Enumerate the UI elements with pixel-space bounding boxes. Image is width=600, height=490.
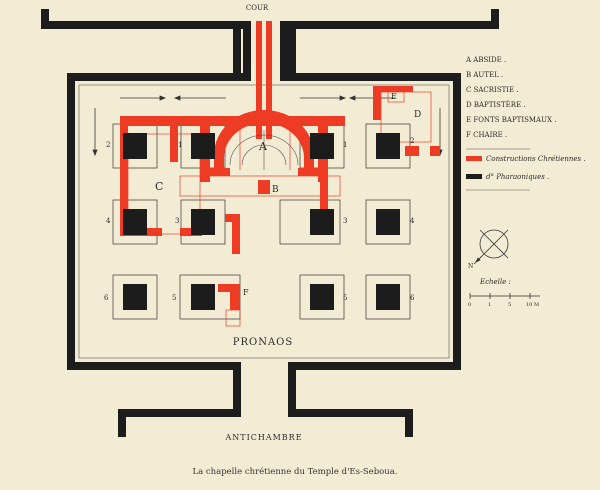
label-C: C [155, 180, 163, 193]
wall-top-left-inner [243, 21, 251, 81]
pillar-number: 4 [410, 217, 415, 225]
pillar-number: 4 [106, 217, 111, 225]
legend-item-C: C SACRISTIE . [466, 86, 519, 94]
wall-top-right-horizontal [280, 21, 499, 29]
pillar-number: 6 [104, 294, 109, 302]
legend-swatch-pharaonic [466, 174, 482, 179]
wall-bottom-neck-left [233, 362, 241, 417]
wall-top-right-outer [491, 9, 499, 29]
pillar [123, 209, 147, 235]
wall-hall-top-left [67, 73, 239, 81]
pillar-number: 3 [175, 217, 179, 225]
label-F: F [243, 288, 249, 297]
legend-pharaonic-label: d° Pharaoniques . [486, 173, 549, 181]
pillar [123, 284, 147, 310]
pillar [310, 284, 334, 310]
pillar-number: 1 [343, 141, 347, 149]
pillars [123, 133, 400, 310]
wall-hall-top-right [288, 73, 461, 81]
pillar [376, 284, 400, 310]
legend-item-E: E FONTS BAPTISMAUX . [466, 116, 556, 124]
pillar [376, 133, 400, 159]
legend-item-D: D BAPTISTÈRE . [466, 100, 526, 109]
wall-bottom-neck-right [288, 362, 296, 417]
wall-ante-left-v [118, 409, 126, 437]
label-B: B [272, 185, 279, 195]
wall-ante-right-v [405, 409, 413, 437]
reconstruction-lines [127, 87, 432, 327]
label-pronaos: PRONAOS [233, 337, 293, 348]
legend-item-F: F CHAIRE . [466, 131, 507, 139]
wall-hall-bottom-right [288, 362, 461, 370]
hall-inner-lines [78, 84, 450, 359]
pillar-number: 5 [172, 294, 176, 302]
pillar [191, 284, 215, 310]
wall-hall-left [67, 73, 75, 370]
figure-caption: La chapelle chrétienne du Temple d'Es-Se… [192, 466, 397, 477]
label-E: E [391, 92, 397, 101]
label-A: A [258, 140, 268, 153]
pillar-number: 3 [343, 217, 347, 225]
christian-altar [258, 180, 270, 194]
label-D: D [414, 110, 421, 120]
wall-neck-right [288, 29, 296, 81]
pillar-number: 2 [106, 141, 110, 149]
pillar-bases [112, 123, 411, 320]
christian-apse [214, 110, 314, 170]
scale-tick: 10 M [526, 302, 539, 308]
scale-tick: 0 [468, 302, 471, 308]
pillar [191, 209, 215, 235]
pillar-number: 1 [178, 141, 182, 149]
wall-neck-left-2 [233, 73, 251, 81]
wall-hall-bottom-left [67, 362, 241, 370]
pillar-number: 2 [410, 137, 414, 145]
pillar [310, 133, 334, 159]
legend-item-B: B AUTEL . [466, 71, 503, 79]
scale-title: Echelle : [479, 278, 511, 286]
pillar-number: 5 [343, 294, 347, 302]
scale-tick: 5 [508, 302, 511, 308]
christian-top-corridor-left [256, 21, 262, 139]
pillar [310, 209, 334, 235]
legend-christian-label: Constructions Chrétiennes . [486, 155, 586, 163]
compass-icon [473, 229, 509, 265]
wall-top-left-horizontal [41, 21, 251, 29]
legend-item-A: A ABSIDE . [465, 56, 506, 64]
label-antichambre: ANTICHAMBRE [224, 433, 302, 442]
wall-hall-right [453, 73, 461, 370]
wall-top-right-inner [280, 21, 288, 81]
label-cour: COUR [246, 4, 269, 12]
pillar [376, 209, 400, 235]
wall-neck-left [233, 29, 241, 81]
wall-ante-right-h [288, 409, 413, 417]
compass-north-label: N [468, 263, 473, 270]
outer-walls [41, 9, 499, 437]
pillar [191, 133, 215, 159]
apse-arcs [229, 130, 299, 170]
scale-tick: 1 [488, 302, 491, 308]
pillar [123, 133, 147, 159]
wall-top-left-outer [41, 9, 49, 29]
legend-swatch-christian [466, 156, 482, 161]
legend: A ABSIDE . B AUTEL . C SACRISTIE . D BAP… [465, 56, 586, 191]
wall-ante-left-h [118, 409, 241, 417]
scale-bar: Echelle : 0 1 5 10 M [468, 278, 540, 308]
pillar-number: 6 [410, 294, 415, 302]
pillar-numbers: 1 2 1 2 3 4 3 4 5 6 5 6 [104, 137, 415, 302]
christian-top-corridor-right [266, 21, 272, 139]
